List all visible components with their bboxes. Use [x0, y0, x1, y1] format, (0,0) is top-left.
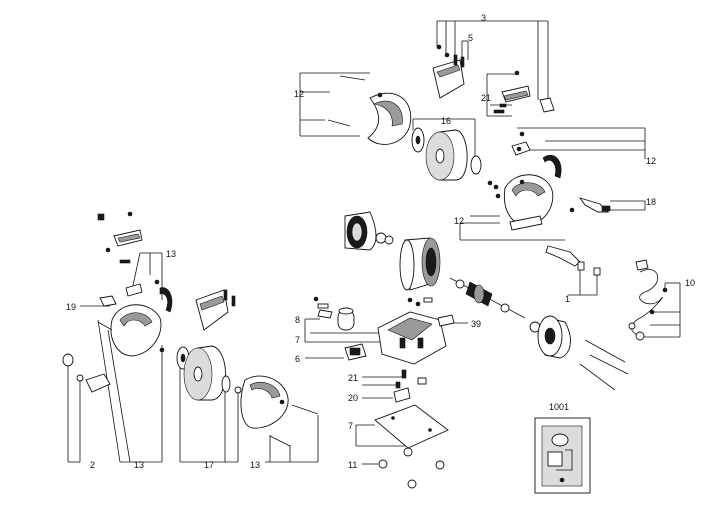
base-housing [377, 297, 455, 365]
motor-end-bell-left [344, 211, 394, 251]
callout-1001: 1001 [549, 402, 569, 412]
motor-end-bell-right [529, 315, 571, 359]
callout-11: 11 [348, 460, 357, 470]
motor-stator [399, 237, 441, 291]
callout-7-upper: 7 [295, 335, 300, 345]
tie-rods [579, 339, 629, 391]
callout-10: 10 [685, 278, 695, 288]
tool-rest-upper [493, 70, 562, 179]
tool-rest-1 [545, 245, 601, 276]
callout-13-bottom-left: 13 [134, 460, 144, 470]
left-flange-parts [62, 353, 111, 393]
left-part-19 [97, 295, 117, 331]
callout-20: 20 [348, 393, 358, 403]
callout-18: 18 [646, 197, 656, 207]
left-tool-rest [97, 211, 173, 313]
callout-39: 39 [471, 319, 481, 329]
left-wheel-guard [110, 304, 165, 357]
callout-2: 2 [90, 460, 95, 470]
callout-5: 5 [468, 33, 473, 43]
leader-lines [67, 20, 681, 465]
motor-rotor [449, 277, 526, 319]
right-wheel-guard [495, 174, 554, 231]
inset-1001 [534, 417, 591, 494]
base-plate [374, 404, 449, 489]
callout-labels: 3 5 12 16 21 12 18 12 13 19 1 10 8 39 7 … [66, 13, 695, 470]
power-cord [628, 259, 668, 341]
callout-13-top-left: 13 [166, 249, 176, 259]
callout-7-lower: 7 [348, 421, 353, 431]
callout-6: 6 [295, 354, 300, 364]
callout-1: 1 [565, 294, 570, 304]
left-wheel-guard-top [327, 75, 412, 145]
callout-12-top-left: 12 [294, 89, 304, 99]
callout-19: 19 [66, 302, 76, 312]
callout-12-middle: 12 [454, 216, 464, 226]
upper-spark-guard [432, 44, 555, 113]
grinding-wheel-left [176, 345, 242, 401]
callout-17: 17 [204, 460, 214, 470]
callout-12-right: 12 [646, 156, 656, 166]
callout-8: 8 [295, 315, 300, 325]
callout-13-bottom-right: 13 [250, 460, 260, 470]
callout-21-lower: 21 [348, 373, 358, 383]
capacitor [313, 296, 355, 331]
clamp-part-18 [569, 197, 611, 213]
grinding-wheel-right [411, 127, 499, 190]
left-eye-shield [195, 289, 236, 331]
callout-16: 16 [441, 116, 451, 126]
screws-lower [393, 369, 427, 403]
left-outer-guard [240, 375, 319, 447]
switch [344, 343, 367, 361]
callout-21-top: 21 [481, 93, 491, 103]
callout-3: 3 [481, 13, 486, 23]
